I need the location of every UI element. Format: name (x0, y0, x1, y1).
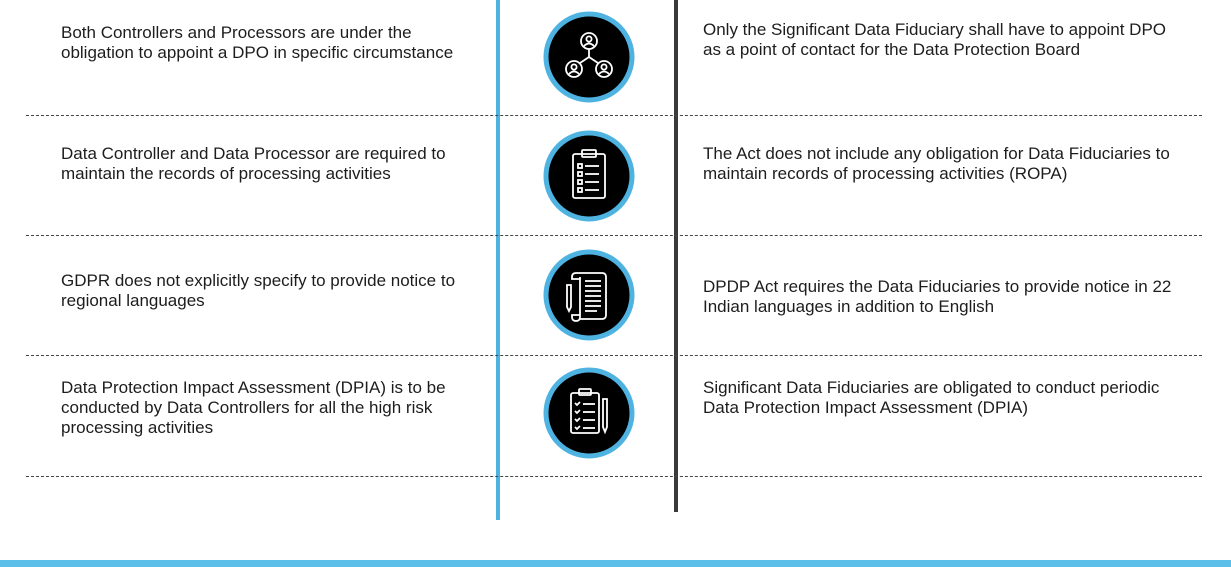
clipboard-list-icon (543, 130, 635, 222)
bottom-accent-bar (0, 560, 1231, 567)
row-divider (26, 235, 1202, 236)
dpdp-text-dpia: Significant Data Fiduciaries are obligat… (703, 378, 1160, 417)
dpdp-text-ropa: The Act does not include any obligation … (703, 144, 1170, 183)
people-network-icon (543, 11, 635, 103)
row-divider (26, 115, 1202, 116)
scroll-document-icon (543, 249, 635, 341)
dpdp-text-notice: DPDP Act requires the Data Fiduciaries t… (703, 277, 1172, 316)
gdpr-text-ropa: Data Controller and Data Processor are r… (61, 144, 446, 183)
gdpr-text-notice: GDPR does not explicitly specify to prov… (61, 271, 456, 310)
center-blue-divider (496, 0, 500, 520)
gdpr-text-dpia: Data Protection Impact Assessment (DPIA)… (61, 378, 446, 437)
row-divider (26, 476, 1202, 477)
dpdp-text-dpo: Only the Significant Data Fiduciary shal… (703, 20, 1167, 59)
checklist-pen-icon (543, 367, 635, 459)
gdpr-text-dpo: Both Controllers and Processors are unde… (61, 23, 454, 62)
center-dark-divider (674, 0, 678, 512)
row-divider (26, 355, 1202, 356)
